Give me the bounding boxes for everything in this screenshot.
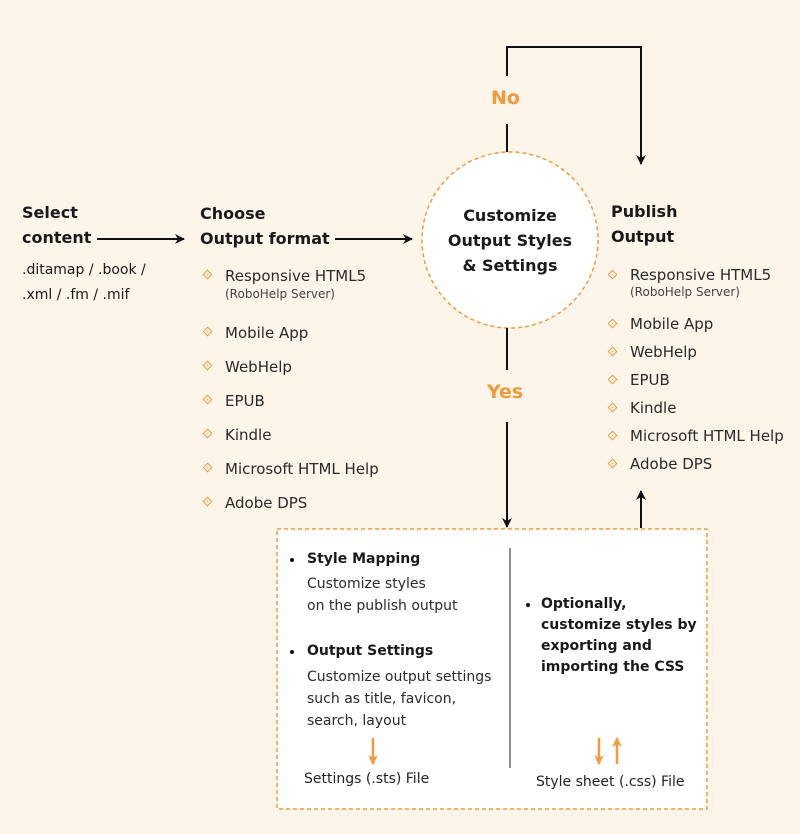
- diamond-bullet-icon: [607, 402, 618, 413]
- choose-format-title: Choose Output format: [200, 204, 330, 248]
- list-item: Adobe DPS: [201, 493, 401, 527]
- no-label: No: [491, 87, 520, 109]
- list-item: Kindle: [201, 425, 401, 459]
- diamond-bullet-icon: [202, 269, 213, 280]
- css-file-label: Style sheet (.css) File: [536, 774, 685, 790]
- list-item: WebHelp: [606, 343, 796, 371]
- list-item: Mobile App: [606, 315, 796, 343]
- select-content-title: Select content: [22, 203, 92, 247]
- settings-file-label: Settings (.sts) File: [304, 771, 430, 787]
- list-item: EPUB: [201, 391, 401, 425]
- bullet-dot-icon: [526, 603, 530, 607]
- list-item: Mobile App: [201, 323, 401, 357]
- diamond-bullet-icon: [607, 269, 618, 280]
- bullet-dot-icon: [290, 650, 294, 654]
- style-mapping-desc: Customize styles on the publish output: [307, 576, 458, 614]
- diamond-bullet-icon: [607, 458, 618, 469]
- list-item: Microsoft HTML Help: [606, 427, 796, 455]
- diamond-bullet-icon: [202, 360, 213, 371]
- list-item: Microsoft HTML Help: [201, 459, 401, 493]
- choose-format-list: Responsive HTML5 (RoboHelp Server) Mobil…: [201, 266, 401, 527]
- list-item: Responsive HTML5 (RoboHelp Server): [201, 266, 401, 323]
- list-item: WebHelp: [201, 357, 401, 391]
- diamond-bullet-icon: [202, 428, 213, 439]
- diamond-bullet-icon: [607, 374, 618, 385]
- customize-circle: [421, 151, 599, 329]
- diamond-bullet-icon: [607, 346, 618, 357]
- diamond-bullet-icon: [202, 496, 213, 507]
- publish-output-title: Publish Output: [611, 202, 678, 246]
- diamond-bullet-icon: [202, 462, 213, 473]
- customize-title: Customize Output Styles & Settings: [447, 206, 573, 275]
- list-item: Responsive HTML5 (RoboHelp Server): [606, 266, 796, 315]
- style-mapping-heading: Style Mapping: [307, 551, 421, 567]
- diamond-bullet-icon: [607, 430, 618, 441]
- diamond-bullet-icon: [607, 318, 618, 329]
- output-settings-desc: Customize output settings such as title,…: [307, 669, 492, 729]
- list-item: Kindle: [606, 399, 796, 427]
- bullet-dot-icon: [290, 558, 294, 562]
- list-item: EPUB: [606, 371, 796, 399]
- yes-label: Yes: [487, 381, 524, 403]
- no-loop-line: [506, 46, 646, 165]
- output-settings-heading: Output Settings: [307, 643, 434, 659]
- diamond-bullet-icon: [202, 326, 213, 337]
- diamond-bullet-icon: [202, 394, 213, 405]
- css-note: Optionally, customize styles by exportin…: [541, 596, 697, 675]
- source-formats: .ditamap / .book / .xml / .fm / .mif: [22, 262, 146, 303]
- list-item: Adobe DPS: [606, 455, 796, 483]
- publish-output-list: Responsive HTML5 (RoboHelp Server) Mobil…: [606, 266, 796, 483]
- settings-box: [276, 528, 708, 810]
